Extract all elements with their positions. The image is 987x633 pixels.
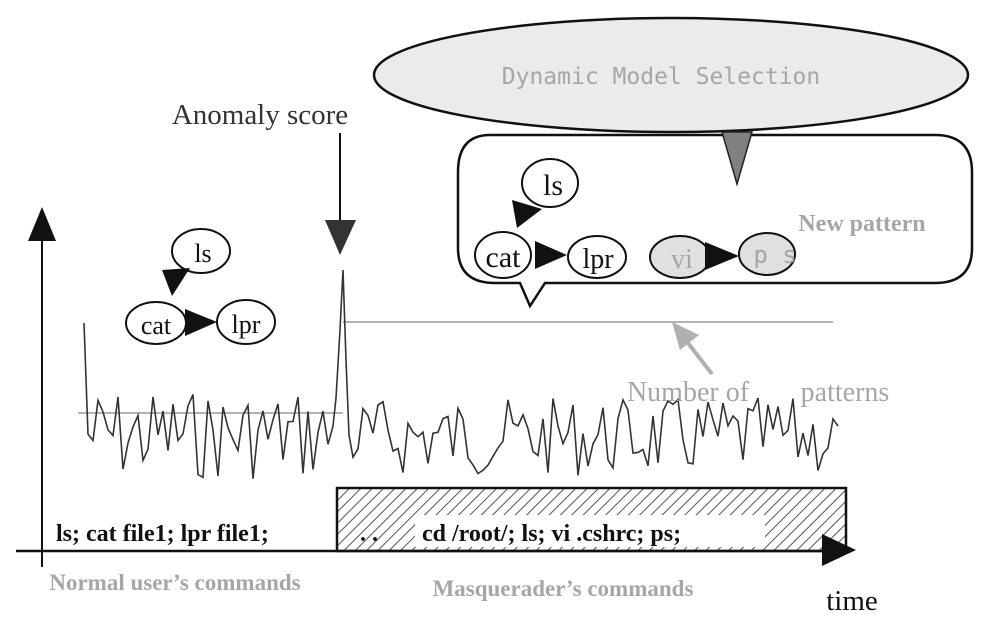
gray-arrow-icon [672, 322, 699, 350]
arrow-cat-to-lpr-icon [535, 241, 567, 269]
arrow-ls-to-cat-icon [512, 200, 542, 228]
masquerader-commands-caption: Masquerader’s commands [433, 576, 694, 601]
ellipsis-text: . . [360, 521, 378, 547]
arrow-vi-to-ps-icon [705, 242, 739, 270]
bubble-node-ls-label: ls [543, 169, 563, 202]
bubble-node-ls [521, 158, 579, 208]
up-arrow-icon [28, 207, 56, 241]
masquerader-commands-text: cd /root/; ls; vi .cshrc; ps; [422, 521, 681, 547]
right-arrow-icon [822, 534, 856, 566]
dynamic-model-selection-cloud: Dynamic Model Selection [372, 16, 970, 187]
bubble-node-lpr-label: lpr [582, 244, 614, 275]
bubble-node-cat [474, 231, 532, 279]
left-node-ls [171, 228, 231, 274]
normal-model-graph: ls cat lpr [125, 228, 276, 345]
bubble-model-graph: ls cat lpr vi p s New pattern [474, 158, 926, 279]
left-arrow-cat-to-lpr-icon [185, 309, 217, 336]
pointer-triangle-icon [721, 131, 753, 187]
bubble-title: Dynamic Model Selection [502, 64, 821, 90]
bubble-node-ps [738, 232, 796, 276]
title-ellipse [372, 16, 970, 134]
normal-commands-text: ls; cat file1; lpr file1; [56, 521, 269, 547]
patterns-label: patterns [801, 377, 890, 408]
left-node-lpr [216, 299, 276, 345]
left-arrow-ls-to-cat-icon [162, 268, 190, 296]
left-node-cat-label: cat [141, 311, 172, 340]
normal-commands-caption: Normal user’s commands [49, 570, 300, 595]
down-arrow-icon [325, 220, 356, 255]
left-node-ls-label: ls [194, 239, 211, 268]
new-pattern-label: New pattern [798, 211, 925, 237]
bubble-node-lpr [567, 235, 627, 279]
anomaly-score-signal [83, 269, 839, 479]
number-of-label: Number of [627, 377, 750, 408]
left-node-lpr-label: lpr [232, 310, 261, 339]
patterns-arrow-shaft [682, 336, 714, 376]
bubble-node-ps-label: p s [753, 241, 796, 269]
time-label: time [826, 585, 878, 617]
command-text-backdrop [415, 515, 765, 547]
bubble-node-vi-label: vi [671, 244, 693, 275]
bubble-node-cat-label: cat [486, 241, 522, 274]
anomaly-score-label: Anomaly score [172, 99, 348, 131]
